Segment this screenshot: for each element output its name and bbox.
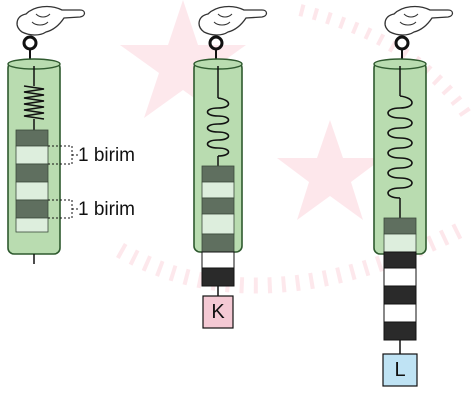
box-l xyxy=(382,353,418,387)
spring-middle xyxy=(206,97,230,157)
spring-scale-left xyxy=(7,5,86,264)
star-watermark-icon xyxy=(277,120,383,220)
exposed-scale-right xyxy=(383,251,417,341)
spring-left xyxy=(23,85,45,120)
star-watermark-icon xyxy=(120,0,246,118)
watermark-swirl xyxy=(298,4,476,124)
scale-segments-left xyxy=(15,129,49,233)
hanging-ring xyxy=(394,35,410,51)
hanging-ring xyxy=(22,35,38,51)
box-k xyxy=(202,295,234,329)
hand-icon xyxy=(16,5,86,36)
hand-icon xyxy=(198,5,268,36)
watermark-swirl xyxy=(116,222,464,294)
spring-right xyxy=(387,95,413,199)
unit-label-top: 1 birim xyxy=(78,145,136,166)
unit-brackets xyxy=(48,145,78,219)
spring-scale-middle xyxy=(193,5,268,329)
unit-label-bottom: 1 birim xyxy=(78,199,136,220)
spring-scale-right xyxy=(373,5,454,387)
box-k-label: K xyxy=(211,301,225,323)
scale-segments-middle xyxy=(201,165,235,253)
box-l-label: L xyxy=(394,359,406,381)
exposed-scale-middle xyxy=(201,251,235,287)
scale-segments-right xyxy=(383,217,417,253)
watermark xyxy=(116,0,476,294)
hand-icon xyxy=(384,5,454,36)
